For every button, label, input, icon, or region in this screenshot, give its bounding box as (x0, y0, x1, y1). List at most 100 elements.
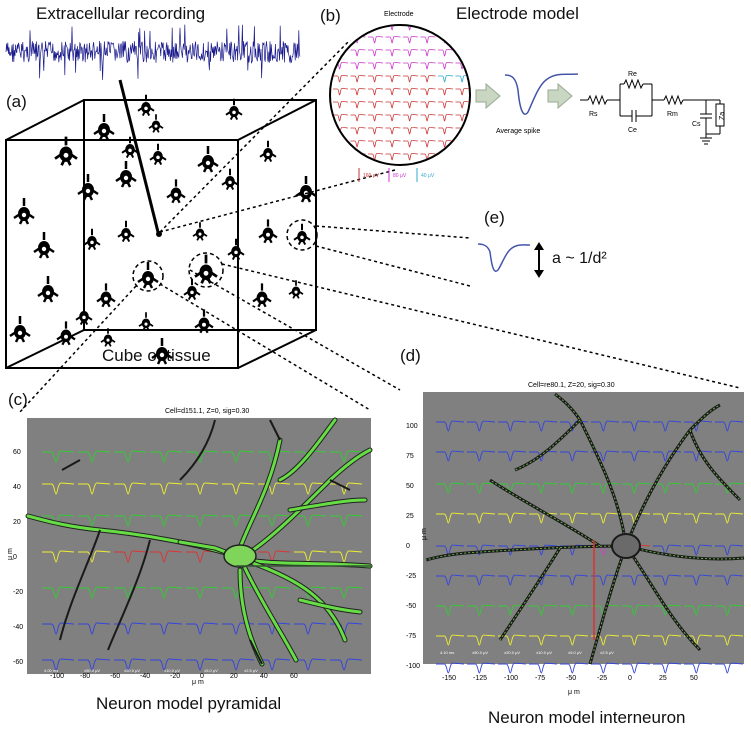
neuron-cell (121, 136, 139, 159)
panel-d-ylabel: μ m (421, 528, 428, 540)
spike-trace (653, 420, 682, 432)
spike-trace (403, 36, 419, 44)
spike-trace (330, 586, 363, 599)
neuron-cell (194, 309, 214, 334)
d-ytick: -75 (406, 633, 416, 640)
spike-trace (438, 127, 454, 135)
panel-c-plot: Cell=d151.1, Z=0, sig=0.30 -100-80-60-40… (7, 408, 373, 686)
spike-trace (368, 75, 384, 83)
d-scale-label: ±50.0 μV (472, 650, 488, 655)
spike-trace (403, 26, 419, 31)
spike-trace (42, 622, 75, 635)
d-xtick: -150 (442, 675, 456, 682)
neuron-cell (221, 168, 239, 191)
c-ytick: -20 (13, 589, 23, 596)
spike-trace (560, 662, 589, 674)
neuron-cell (252, 283, 272, 308)
spike-trace (258, 658, 291, 671)
tissue-cube (5, 99, 317, 369)
spike-trace (529, 662, 558, 674)
spike-trace (653, 634, 682, 646)
neuron-cell (13, 198, 35, 225)
c-scale-label: ±5.0 μV (204, 668, 218, 673)
c-ytick: 20 (13, 519, 21, 526)
spike-trace (591, 420, 620, 432)
spike-trace (333, 88, 349, 96)
spike-trace (455, 26, 469, 31)
spike-trace (455, 88, 469, 96)
spike-trace (622, 482, 651, 494)
spike-trace (385, 114, 401, 122)
spike-trace (294, 514, 327, 527)
spike-trace (591, 482, 620, 494)
spike-trace (436, 420, 465, 432)
spike-trace (258, 586, 291, 599)
spike-trace (403, 49, 419, 57)
spike-trace (150, 450, 183, 463)
spike-trace (333, 75, 349, 83)
neuron-cell (93, 114, 115, 141)
spike-trace (333, 114, 349, 122)
spike-trace (368, 36, 384, 44)
spike-trace (467, 662, 496, 674)
panel-d-xlabel: μ m (568, 689, 580, 696)
spike-trace (715, 574, 744, 586)
spike-trace (715, 604, 744, 616)
d-xtick: 50 (690, 675, 698, 682)
spike-trace (330, 658, 363, 671)
spike-trace (591, 574, 620, 586)
circuit-labels: Rs Re Ce Rm Cs Za (589, 71, 726, 134)
spike-trace (294, 622, 327, 635)
spike-trace (560, 420, 589, 432)
spike-trace (42, 514, 75, 527)
d-scale-label: ±5.0 μV (568, 650, 582, 655)
spike-trace (222, 514, 255, 527)
spike-trace (350, 127, 366, 135)
spike-trace (529, 574, 558, 586)
neuron-cell (197, 146, 219, 173)
panel-d-label: (d) (400, 346, 421, 365)
pyramidal-caption: Neuron model pyramidal (96, 694, 282, 713)
spike-trace (350, 26, 366, 31)
spike-trace (42, 482, 75, 495)
flow-arrows (475, 82, 573, 110)
spike-trace (715, 420, 744, 432)
spike-trace (560, 604, 589, 616)
panel-c-ylabel: μ m (7, 548, 14, 560)
spike-trace (333, 140, 349, 148)
spike-trace (438, 140, 454, 148)
spike-trace (622, 604, 651, 616)
spike-trace (715, 450, 744, 462)
spike-trace (385, 26, 401, 31)
d-scale-label: ±20.0 μV (504, 650, 520, 655)
d-xtick: -125 (473, 675, 487, 682)
d-scale-label: ±2.5 μV (600, 650, 614, 655)
spike-trace (498, 604, 527, 616)
neuron-cell (100, 328, 116, 347)
spike-trace (150, 514, 183, 527)
c-xtick: 0 (200, 673, 204, 680)
neuron-cell (77, 174, 99, 201)
spike-trace (560, 574, 589, 586)
spike-trace (333, 101, 349, 109)
spike-trace (438, 114, 454, 122)
spike-trace (385, 62, 401, 70)
c-xtick: -100 (50, 673, 64, 680)
spike-trace (385, 127, 401, 135)
spike-trace (403, 75, 419, 83)
spike-trace (498, 634, 527, 646)
spike-trace (333, 153, 349, 161)
spike-trace (350, 75, 366, 83)
spike-trace (78, 586, 111, 599)
d-xtick: 0 (628, 675, 632, 682)
spike-trace (529, 634, 558, 646)
d-ytick: -50 (406, 603, 416, 610)
spike-trace (467, 574, 496, 586)
electrode-label: Electrode (384, 11, 414, 18)
spike-trace (498, 512, 527, 524)
neuron-cell (258, 219, 278, 244)
spike-trace (114, 658, 147, 671)
spike-trace (420, 62, 436, 70)
c-xtick: -40 (140, 673, 150, 680)
